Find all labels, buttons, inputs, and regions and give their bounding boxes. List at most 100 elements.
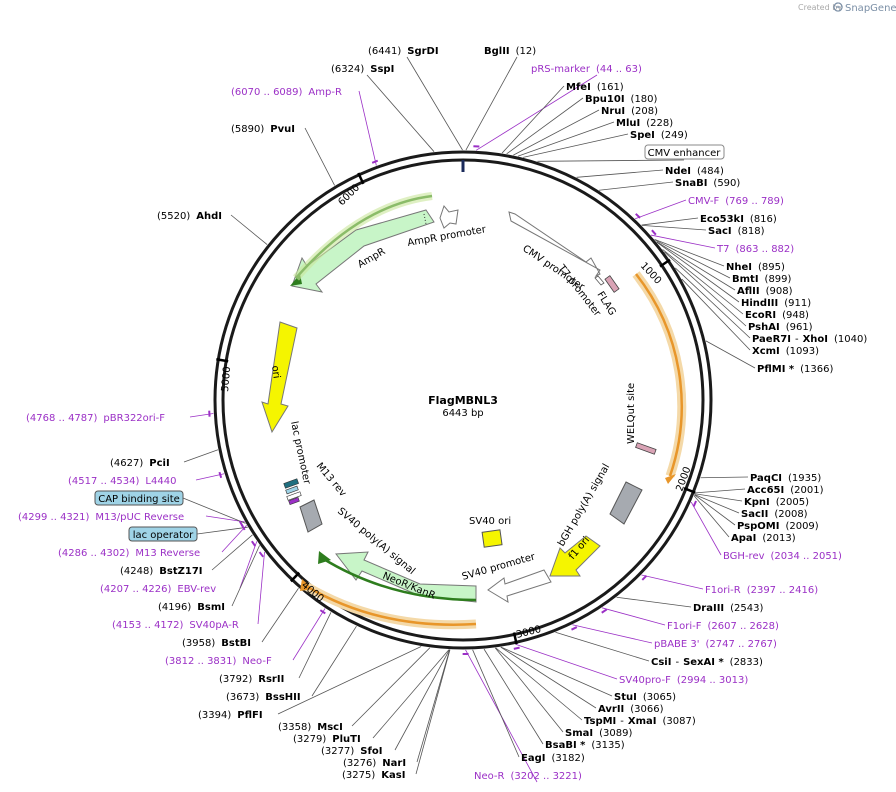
site-label-bsshii[interactable]: (3673)BssHII (226, 692, 301, 703)
f1-ori-arrow[interactable] (549, 535, 601, 577)
site-label-pflmi[interactable]: PflMI *(1366) (757, 364, 833, 375)
site-label-acc65i[interactable]: Acc65I(2001) (747, 485, 824, 496)
site-label-sspi[interactable]: (6324)SspI (331, 64, 394, 75)
lac-promoter-label: lac promoter (288, 420, 312, 486)
site-label-f1orir[interactable]: F1ori-R(2397 .. 2416) (705, 585, 818, 596)
cap-binding-mark[interactable] (288, 497, 300, 505)
site-label-aflii[interactable]: AflII(908) (737, 286, 793, 297)
flag-feature[interactable] (604, 275, 620, 293)
bgh-polya-feature[interactable] (609, 481, 643, 525)
site-label-apai[interactable]: ApaI(2013) (731, 533, 796, 544)
site-label-m13rev-primer[interactable]: (4286 .. 4302)M13 Reverse (58, 548, 200, 559)
tick-5000 (216, 358, 229, 363)
site-label-sgrdi[interactable]: (6441)SgrDI (368, 46, 439, 57)
leader-cap-binding-tag (182, 497, 246, 524)
welqut-site-feature[interactable] (635, 442, 657, 455)
site-label-ampr-primer[interactable]: (6070 .. 6089)Amp-R (231, 87, 342, 98)
site-label-bmti[interactable]: BmtI(899) (732, 274, 792, 285)
site-label-pvui[interactable]: (5890)PvuI (231, 124, 295, 135)
site-label-paqci[interactable]: PaqCI(1935) (750, 473, 821, 484)
leader-sfoi (394, 649, 450, 751)
site-label-csii[interactable]: CsiI-SexAI *(2833) (651, 657, 763, 668)
leader-msci (351, 647, 431, 727)
site-label-nrui[interactable]: NruI(208) (601, 106, 658, 117)
site-label-snabi[interactable]: SnaBI(590) (675, 178, 740, 189)
site-label-bghrev[interactable]: BGH-rev(2034 .. 2051) (723, 551, 842, 562)
site-label-xcmi[interactable]: XcmI(1093) (752, 346, 819, 357)
leader-eco53ki (641, 217, 699, 226)
leader-bghrev (690, 501, 722, 556)
site-label-eco53ki[interactable]: Eco53kI(816) (700, 214, 777, 225)
cmv-promoter-arrow[interactable] (508, 211, 601, 278)
site-label-rsrii[interactable]: (3792)RsrII (219, 674, 284, 685)
site-label-mfei[interactable]: MfeI(161) (566, 82, 624, 93)
cap-binding-tag[interactable]: CAP binding site (94, 490, 184, 506)
site-label-bglii[interactable]: BglII(12) (484, 46, 536, 57)
site-label-ebvrev[interactable]: (4207 .. 4226)EBV-rev (100, 584, 216, 595)
site-label-neor-primer[interactable]: Neo-R(3202 .. 3221) (474, 771, 582, 782)
site-label-cmvf[interactable]: CMV-F(769 .. 789) (688, 196, 784, 207)
site-label-pci[interactable]: (4627)PciI (110, 458, 170, 469)
site-label-neof[interactable]: (3812 .. 3831)Neo-F (165, 656, 272, 667)
leader-ndei (576, 169, 664, 178)
site-label-pshai[interactable]: PshAI(961) (748, 322, 813, 333)
ampr-promoter-arrow[interactable] (439, 204, 459, 229)
site-label-mlui[interactable]: MluI(228) (616, 118, 673, 129)
site-label-msci[interactable]: (3358)MscI (278, 722, 343, 733)
m13-rev-mark[interactable] (283, 478, 299, 489)
site-label-sv40pa[interactable]: (4153 .. 4172)SV40pA-R (112, 620, 239, 631)
site-label-pbabe[interactable]: pBABE 3'(2747 .. 2767) (654, 639, 777, 650)
site-label-sfoi[interactable]: (3277)SfoI (321, 746, 382, 757)
site-label-ahdi[interactable]: (5520)AhdI (157, 211, 222, 222)
site-label-t7[interactable]: T7(863 .. 882) (716, 244, 794, 255)
site-label-m13puc[interactable]: (4299 .. 4321)M13/pUC Reverse (18, 512, 184, 523)
tick-label-4000: 4000 (299, 580, 326, 605)
site-label-hindiii[interactable]: HindIII(911) (741, 298, 811, 309)
site-label-pluti[interactable]: (3279)PluTI (293, 734, 361, 745)
site-label-eagi[interactable]: EagI(3182) (521, 753, 585, 764)
site-label-smai[interactable]: SmaI(3089) (565, 728, 632, 739)
site-label-saci[interactable]: SacI(818) (708, 226, 765, 237)
site-label-ecori[interactable]: EcoRI(948) (745, 310, 809, 321)
site-label-sv40pro[interactable]: SV40pro-F(2994 .. 3013) (619, 675, 748, 686)
sv40-promoter-arrow[interactable] (487, 569, 552, 603)
cmv-enhancer-tag[interactable]: CMV enhancer (644, 144, 725, 160)
site-label-pflfi[interactable]: (3394)PflFI (198, 710, 263, 721)
lac-operator-mark[interactable] (285, 485, 299, 495)
site-label-bsabi[interactable]: BsaBI *(3135) (545, 740, 625, 751)
site-label-draiii[interactable]: DraIII(2543) (693, 603, 764, 614)
site-label-paer7i[interactable]: PaeR7I-XhoI(1040) (752, 334, 867, 345)
site-label-prs[interactable]: pRS-marker(44 .. 63) (531, 64, 642, 75)
site-label-ndei[interactable]: NdeI(484) (665, 166, 724, 177)
site-label-l4440[interactable]: (4517 .. 4534)L4440 (68, 476, 176, 487)
site-label-bpu10i[interactable]: Bpu10I(180) (585, 94, 658, 105)
lac-operator-tag[interactable]: lac operator (128, 526, 198, 542)
site-label-pspomi[interactable]: PspOMI(2009) (737, 521, 819, 532)
site-label-avrii[interactable]: AvrII(3066) (598, 704, 664, 715)
primer-mark-m13rev_primer (240, 524, 246, 531)
tick-2000 (683, 487, 696, 494)
site-label-bstbi[interactable]: (3958)BstBI (182, 638, 251, 649)
insert-orange-line (635, 273, 683, 477)
sv40-polya-feature[interactable] (299, 499, 323, 533)
outer-labels: (6441)SgrDI BglII(12) pRS-marker(44 .. 63)… (18, 46, 867, 782)
site-label-sacii[interactable]: SacII(2008) (741, 509, 808, 520)
sv40-ori-feature[interactable] (481, 529, 503, 548)
t7-promoter-arrow[interactable] (594, 275, 605, 286)
ampr-label: AmpR (356, 246, 387, 270)
site-label-f1orif[interactable]: F1ori-F(2607 .. 2628) (667, 621, 779, 632)
site-label-bstz17i[interactable]: (4248)BstZ17I (120, 566, 203, 577)
site-label-tspmi[interactable]: TspMI-XmaI(3087) (584, 716, 696, 727)
ori-arrow[interactable] (261, 321, 298, 434)
site-label-pbr322[interactable]: (4768 .. 4787)pBR322ori-F (26, 413, 165, 424)
site-label-bsmi[interactable]: (4196)BsmI (158, 602, 225, 613)
leader-bsshii (311, 625, 357, 697)
lac-promoter-mark[interactable] (286, 491, 302, 501)
site-label-kasi[interactable]: (3275)KasI (342, 770, 405, 781)
site-label-stui[interactable]: StuI(3065) (614, 692, 676, 703)
site-label-nari[interactable]: (3276)NarI (343, 758, 406, 769)
site-label-spei[interactable]: SpeI(249) (630, 130, 688, 141)
leader-paer7i (674, 267, 751, 339)
site-label-nhei[interactable]: NheI(895) (726, 262, 785, 273)
site-label-kpni[interactable]: KpnI(2005) (744, 497, 809, 508)
